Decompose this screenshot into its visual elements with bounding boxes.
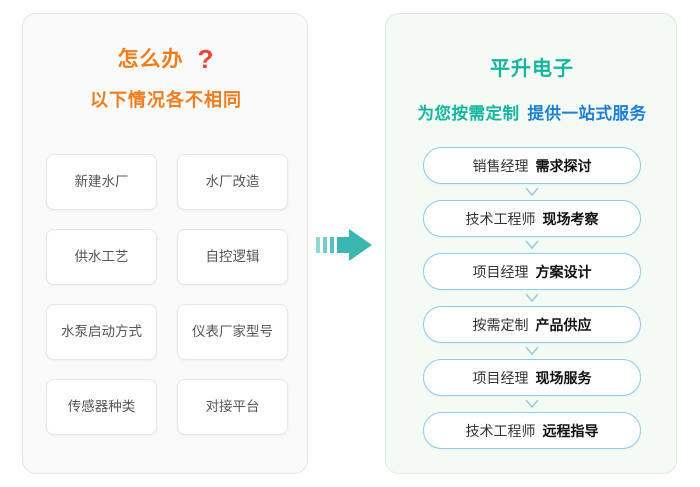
condition-chip[interactable]: 传感器种类 [46,379,157,435]
chevron-down-icon [525,346,539,356]
service-step-list: 销售经理 需求探讨 技术工程师 现场考察 项目经理 方案设计 [423,147,641,449]
chip-row: 水泵启动方式 仪表厂家型号 [46,304,288,360]
condition-chip[interactable]: 水泵启动方式 [46,304,157,360]
chip-row: 新建水厂 水厂改造 [46,154,288,210]
condition-chip[interactable]: 供水工艺 [46,229,157,285]
left-panel-title-text: 怎么办 [117,48,184,71]
service-step-role: 项目经理 [472,263,529,280]
condition-chip[interactable]: 自控逻辑 [177,229,288,285]
step-connector [423,237,641,253]
service-step[interactable]: 按需定制 产品供应 [423,306,641,343]
service-step-action: 方案设计 [535,263,592,280]
question-mark-icon: ? [197,44,215,74]
service-step-role: 技术工程师 [465,210,536,227]
service-step-role: 销售经理 [472,157,529,174]
service-step-role: 按需定制 [472,316,529,333]
service-step-action: 远程指导 [542,422,599,439]
right-panel: 平升电子 为您按需定制提供一站式服务 销售经理 需求探讨 技术工程师 现场考察 [385,13,677,474]
right-panel-subtitle: 为您按需定制提供一站式服务 [386,100,678,124]
service-step-role: 技术工程师 [465,422,536,439]
chevron-down-icon [525,187,539,197]
chevron-down-icon [525,399,539,409]
left-panel-subtitle: 以下情况各不相同 [90,90,242,110]
condition-chip-grid: 新建水厂 水厂改造 供水工艺 自控逻辑 水泵启动方式 仪表厂家型号 传感器种类 … [46,154,288,454]
condition-chip[interactable]: 对接平台 [177,379,288,435]
service-step[interactable]: 项目经理 现场服务 [423,359,641,396]
service-step-role: 项目经理 [472,369,529,386]
service-step-action: 产品供应 [535,316,592,333]
chip-row: 供水工艺 自控逻辑 [46,229,288,285]
step-connector [423,290,641,306]
service-step[interactable]: 项目经理 方案设计 [423,253,641,290]
chevron-down-icon [525,293,539,303]
right-panel-subtitle-b: 提供一站式服务 [527,105,647,123]
step-connector [423,343,641,359]
service-step-action: 需求探讨 [535,157,592,174]
right-panel-title: 平升电子 [490,58,574,80]
service-step[interactable]: 技术工程师 远程指导 [423,412,641,449]
chip-row: 传感器种类 对接平台 [46,379,288,435]
right-arrow-icon [316,225,378,265]
right-panel-subtitle-a: 为您按需定制 [417,105,520,123]
condition-chip[interactable]: 新建水厂 [46,154,157,210]
service-step[interactable]: 销售经理 需求探讨 [423,147,641,184]
step-connector [423,184,641,200]
chevron-down-icon [525,240,539,250]
step-connector [423,396,641,412]
service-step-action: 现场考察 [542,210,599,227]
service-step-action: 现场服务 [535,369,592,386]
condition-chip[interactable]: 水厂改造 [177,154,288,210]
service-step[interactable]: 技术工程师 现场考察 [423,200,641,237]
left-panel: 怎么办? 以下情况各不相同 新建水厂 水厂改造 供水工艺 自控逻辑 水泵启动方式… [22,13,308,474]
condition-chip[interactable]: 仪表厂家型号 [177,304,288,360]
left-panel-title: 怎么办? [23,42,309,74]
